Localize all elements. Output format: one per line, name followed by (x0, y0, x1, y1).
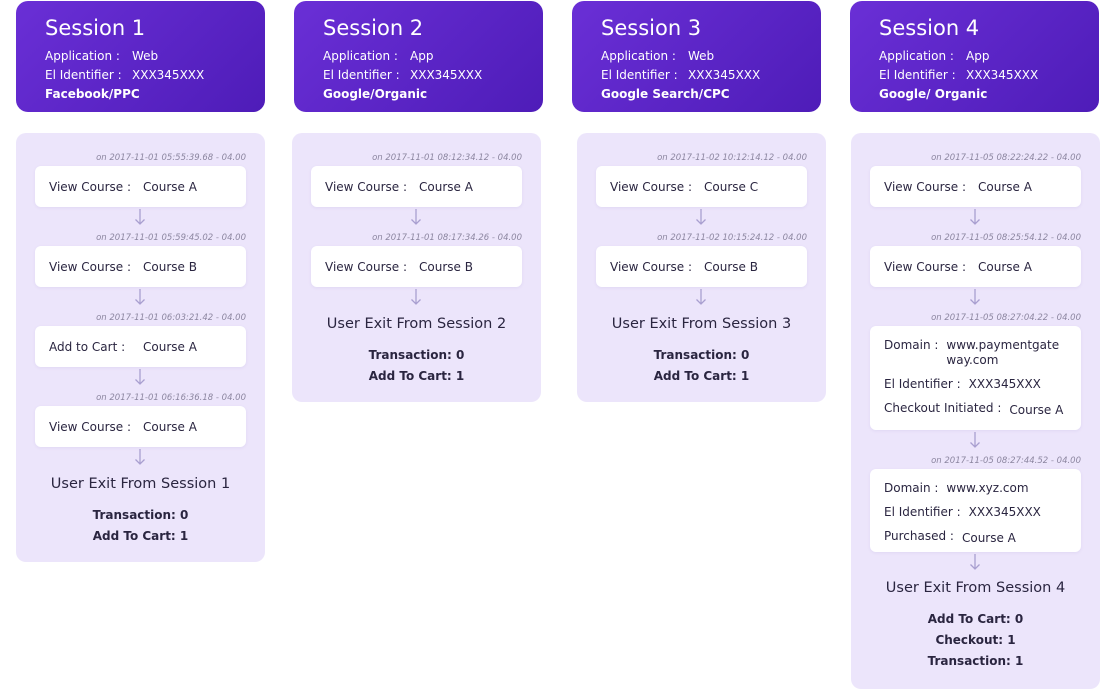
session-3-header: Session 3 Application :Web El Identifier… (572, 1, 821, 112)
down-arrow-icon (135, 449, 145, 465)
session-1-panel: on 2017-11-01 05:55:39.68 - 04.00 View C… (16, 133, 265, 562)
purchase-event-card: Domain :www.xyz.com El Identifier :XXX34… (870, 469, 1081, 552)
session-stat: Add To Cart: 1 (653, 369, 750, 383)
event-label: View Course : (325, 259, 408, 274)
event-timestamp: on 2017-11-05 08:27:44.52 - 04.00 (931, 456, 1081, 466)
traffic-source: Google/ Organic (879, 87, 988, 101)
session-stat: Transaction: 1 (927, 654, 1024, 668)
session-2-panel: on 2017-11-01 08:12:34.12 - 04.00 View C… (292, 133, 541, 402)
event-card: View Course : Course A (870, 246, 1081, 287)
session-4-panel: on 2017-11-05 08:22:24.22 - 04.00 View C… (851, 133, 1100, 689)
session-title: Session 2 (323, 16, 424, 40)
session-title: Session 3 (601, 16, 702, 40)
down-arrow-icon (696, 209, 706, 225)
identifier-row: El Identifier :XXX345XXX (879, 68, 1039, 82)
identifier-row: El Identifier :XXX345XXX (884, 505, 1041, 519)
checkout-row: Checkout Initiated :Course A (884, 401, 1064, 417)
event-card: View Course : Course A (311, 166, 522, 207)
down-arrow-icon (696, 289, 706, 305)
event-card: View Course : Course C (596, 166, 807, 207)
event-label: View Course : (884, 179, 967, 194)
session-stat: Add To Cart: 1 (92, 529, 189, 543)
event-value: Course B (419, 259, 473, 274)
event-card: View Course : Course A (35, 406, 246, 447)
event-card: View Course : Course A (870, 166, 1081, 207)
session-stat: Checkout: 1 (935, 633, 1016, 647)
session-exit-title: User Exit From Session 4 (885, 580, 1066, 596)
application-row: Application :App (323, 49, 434, 63)
traffic-source: Google Search/CPC (601, 87, 730, 101)
session-1-header: Session 1 Application :Web El Identifier… (16, 1, 265, 112)
event-timestamp: on 2017-11-05 08:25:54.12 - 04.00 (931, 233, 1081, 243)
event-value: Course B (704, 259, 758, 274)
session-3-panel: on 2017-11-02 10:12:14.12 - 04.00 View C… (577, 133, 826, 402)
event-value: Course A (419, 179, 473, 194)
down-arrow-icon (135, 369, 145, 385)
down-arrow-icon (970, 432, 980, 448)
event-value: Course A (978, 259, 1032, 274)
event-value: Course A (978, 179, 1032, 194)
session-stat: Transaction: 0 (92, 508, 189, 522)
traffic-source: Google/Organic (323, 87, 428, 101)
event-timestamp: on 2017-11-01 05:59:45.02 - 04.00 (96, 233, 246, 243)
down-arrow-icon (970, 554, 980, 570)
event-timestamp: on 2017-11-05 08:22:24.22 - 04.00 (931, 153, 1081, 163)
event-label: View Course : (610, 179, 693, 194)
purchased-row: Purchased :Course A (884, 529, 1016, 545)
event-card: View Course : Course B (35, 246, 246, 287)
application-row: Application :App (879, 49, 990, 63)
down-arrow-icon (411, 289, 421, 305)
down-arrow-icon (411, 209, 421, 225)
session-2-header: Session 2 Application :App El Identifier… (294, 1, 543, 112)
event-timestamp: on 2017-11-01 05:55:39.68 - 04.00 (96, 153, 246, 163)
event-label: View Course : (325, 179, 408, 194)
event-value: Course A (143, 419, 197, 434)
session-exit-title: User Exit From Session 3 (611, 316, 792, 332)
event-value: Course A (143, 339, 197, 354)
event-value: Course B (143, 259, 197, 274)
event-card: View Course : Course B (311, 246, 522, 287)
down-arrow-icon (970, 289, 980, 305)
event-timestamp: on 2017-11-01 06:03:21.42 - 04.00 (96, 313, 246, 323)
application-row: Application :Web (45, 49, 159, 63)
event-label: View Course : (49, 259, 132, 274)
identifier-row: El Identifier :XXX345XXX (884, 377, 1041, 391)
session-stat: Add To Cart: 0 (927, 612, 1024, 626)
event-card: Add to Cart : Course A (35, 326, 246, 367)
event-value: Course A (143, 179, 197, 194)
down-arrow-icon (970, 209, 980, 225)
identifier-row: El Identifier :XXX345XXX (601, 68, 761, 82)
session-exit-title: User Exit From Session 1 (50, 476, 231, 492)
down-arrow-icon (135, 209, 145, 225)
event-label: Add to Cart : (49, 339, 126, 354)
identifier-row: El Identifier :XXX345XXX (45, 68, 205, 82)
identifier-row: El Identifier :XXX345XXX (323, 68, 483, 82)
session-title: Session 4 (879, 16, 980, 40)
event-timestamp: on 2017-11-02 10:15:24.12 - 04.00 (657, 233, 807, 243)
session-stat: Transaction: 0 (653, 348, 750, 362)
event-label: View Course : (884, 259, 967, 274)
domain-row: Domain :www.paymentgateway.com (884, 338, 1060, 367)
event-timestamp: on 2017-11-02 10:12:14.12 - 04.00 (657, 153, 807, 163)
event-label: View Course : (49, 179, 132, 194)
down-arrow-icon (135, 289, 145, 305)
event-label: View Course : (49, 419, 132, 434)
checkout-event-card: Domain :www.paymentgateway.com El Identi… (870, 326, 1081, 430)
event-card: View Course : Course B (596, 246, 807, 287)
traffic-source: Facebook/PPC (45, 87, 140, 101)
event-timestamp: on 2017-11-01 08:17:34.26 - 04.00 (372, 233, 522, 243)
session-stat: Transaction: 0 (368, 348, 465, 362)
event-timestamp: on 2017-11-01 06:16:36.18 - 04.00 (96, 393, 246, 403)
event-card: View Course : Course A (35, 166, 246, 207)
session-4-header: Session 4 Application :App El Identifier… (850, 1, 1099, 112)
event-value: Course C (704, 179, 759, 194)
application-row: Application :Web (601, 49, 715, 63)
event-label: View Course : (610, 259, 693, 274)
event-timestamp: on 2017-11-05 08:27:04.22 - 04.00 (931, 313, 1081, 323)
session-stat: Add To Cart: 1 (368, 369, 465, 383)
event-timestamp: on 2017-11-01 08:12:34.12 - 04.00 (372, 153, 522, 163)
domain-row: Domain :www.xyz.com (884, 481, 1029, 495)
session-title: Session 1 (45, 16, 146, 40)
session-exit-title: User Exit From Session 2 (326, 316, 507, 332)
